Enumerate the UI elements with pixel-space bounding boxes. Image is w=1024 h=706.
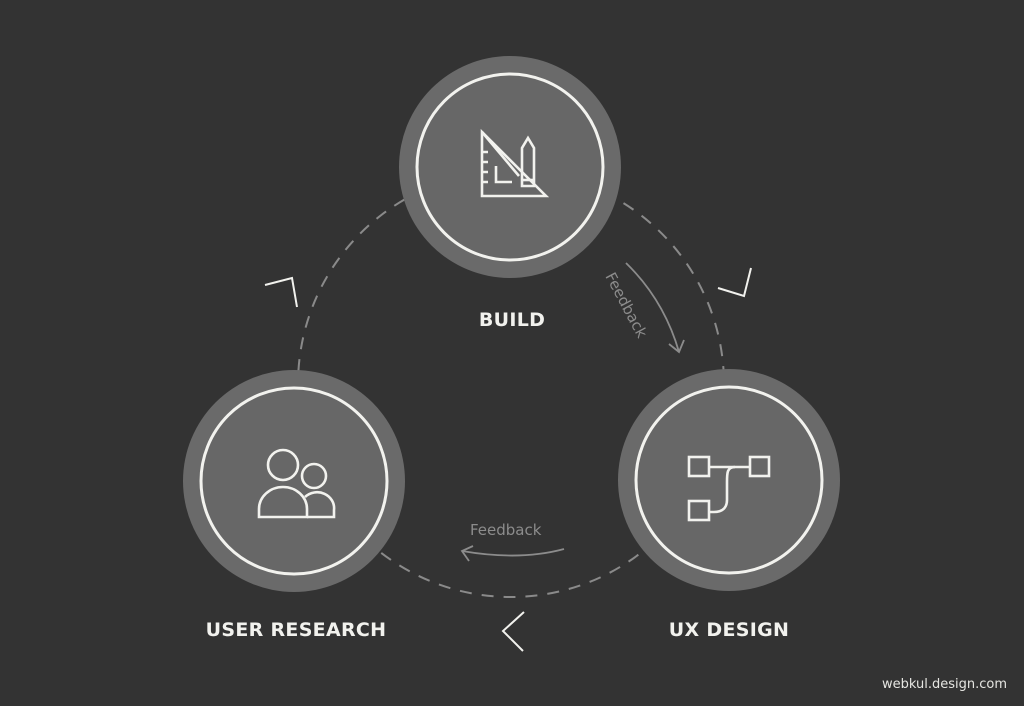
node-label-ux-design: UX DESIGN — [668, 619, 790, 641]
feedback-arc-right — [625, 262, 680, 353]
node-user-research — [183, 370, 405, 592]
ruler-pencil-icon — [480, 128, 550, 198]
node-ux-design-ring — [634, 385, 824, 575]
watermark: webkul.design.com — [881, 677, 1007, 692]
users-icon — [257, 448, 336, 519]
feedback-label-bottom: Feedback — [470, 521, 542, 539]
arrowhead-left-icon — [460, 545, 474, 562]
feedback-arrow-build-to-ux: Feedback — [601, 262, 685, 354]
node-label-build: BUILD — [478, 309, 546, 331]
node-build — [399, 56, 621, 278]
feedback-arrow-ux-to-research: Feedback — [460, 521, 565, 562]
node-user-research-ring — [199, 386, 389, 576]
feedback-label-right: Feedback — [601, 269, 651, 341]
arrowhead-down-icon — [668, 339, 685, 354]
chevron-left-icon — [501, 611, 525, 652]
chevron-up-right-icon — [264, 276, 298, 308]
feedback-arc-bottom — [461, 548, 565, 557]
chevron-down-right-icon — [717, 267, 752, 298]
flow-diagram-icon — [687, 455, 771, 522]
node-ux-design — [618, 369, 840, 591]
node-label-user-research: USER RESEARCH — [205, 619, 387, 641]
